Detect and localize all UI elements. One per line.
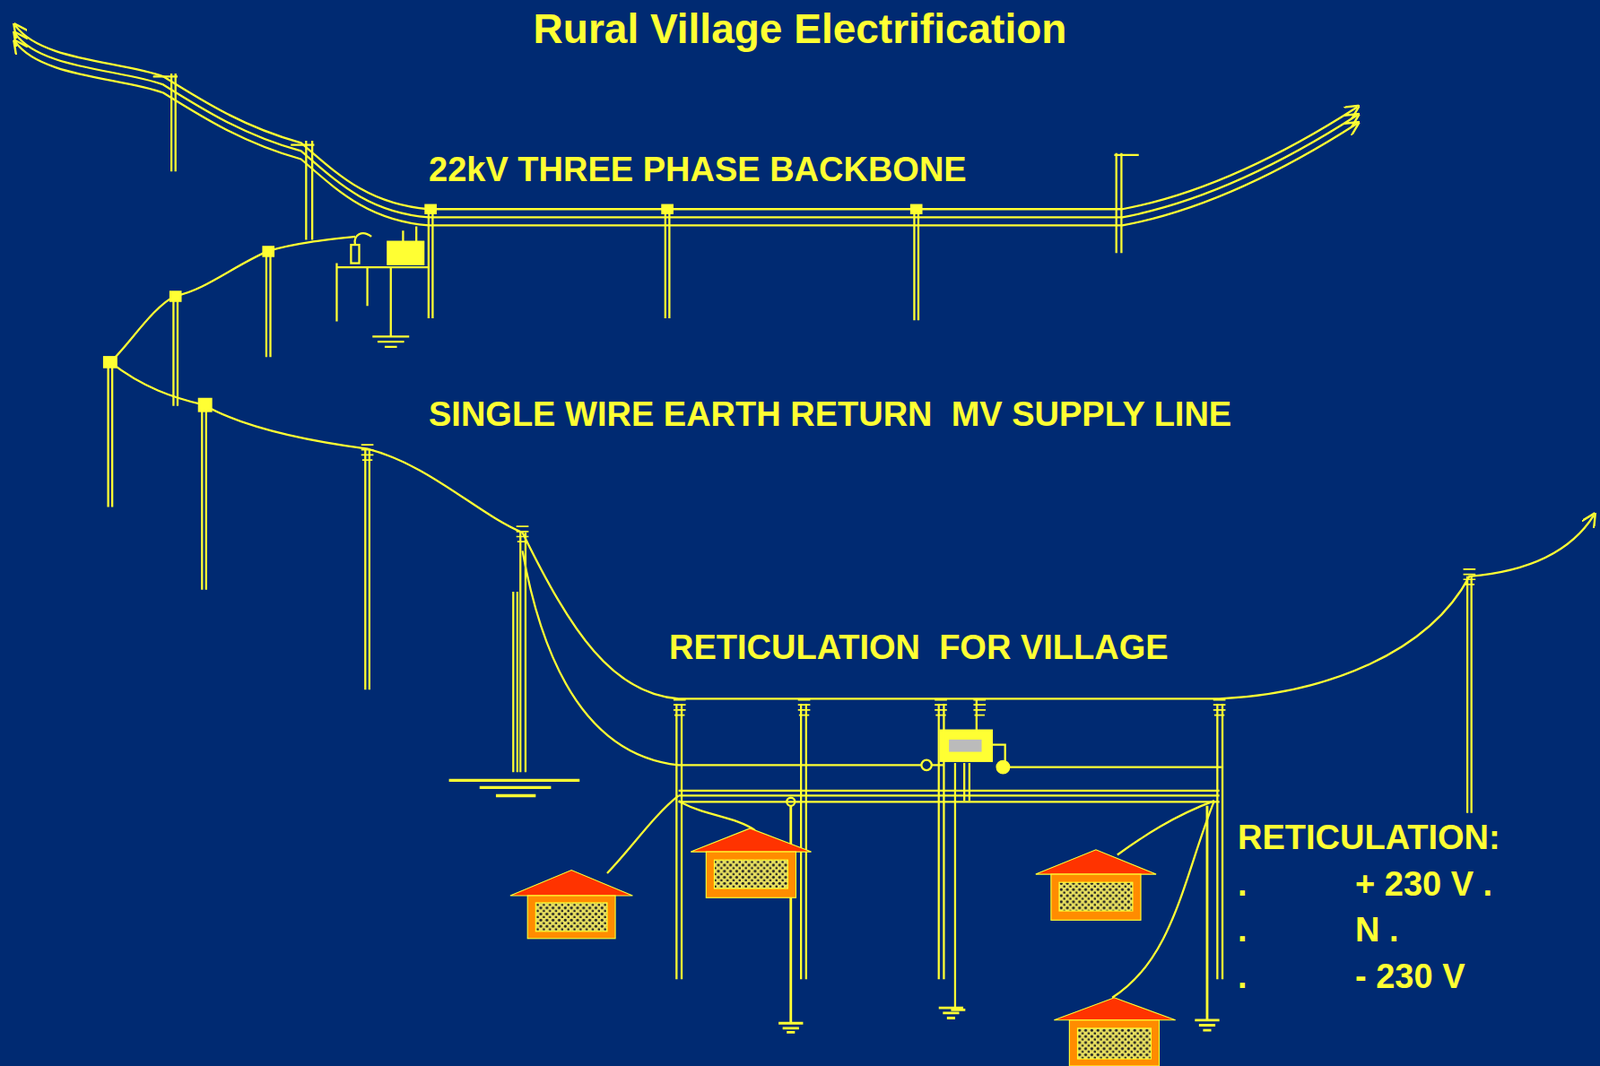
- legend-heading: RETICULATION:: [1237, 817, 1501, 861]
- house: [510, 870, 634, 940]
- house: [1035, 850, 1157, 922]
- section-label: RETICULATION FOR VILLAGE: [669, 626, 1169, 670]
- row-dot: .: [1237, 956, 1248, 1000]
- row-dot: .: [1237, 909, 1248, 953]
- house: [690, 828, 811, 898]
- phase-value: - 230 V: [1355, 956, 1466, 1000]
- neutral-value: N .: [1355, 909, 1400, 953]
- diagram-title: Rural Village Electrification: [0, 3, 1600, 56]
- section-label: 22kV THREE PHASE BACKBONE: [428, 148, 967, 192]
- section-label: SINGLE WIRE EARTH RETURN MV SUPPLY LINE: [428, 393, 1272, 437]
- row-dot: .: [1237, 863, 1248, 907]
- house: [1053, 998, 1175, 1066]
- phase-value: + 230 V .: [1355, 863, 1493, 907]
